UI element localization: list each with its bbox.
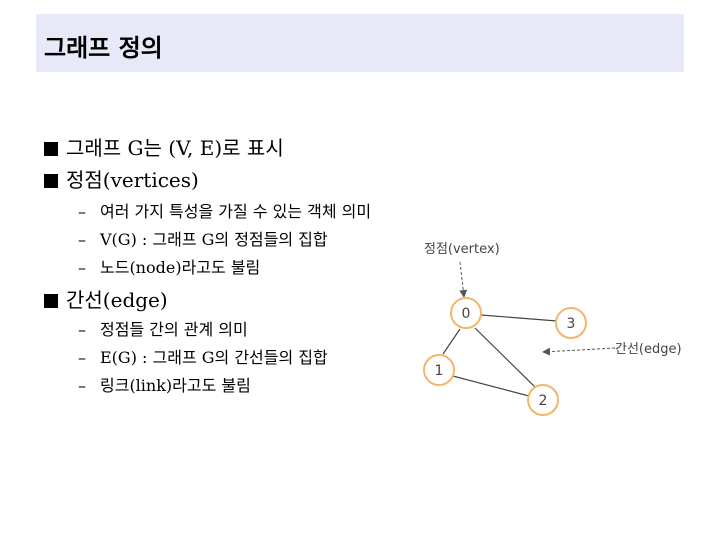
graph-diagram: 0 1 2 3 정점(vertex) 간선(edge) [423, 242, 682, 416]
dash-marker: – [78, 230, 86, 249]
node-label: 3 [567, 316, 576, 332]
sub-bullet-text: 정점들 간의 관계 의미 [100, 320, 248, 339]
bullet-text: 정점(vertices) [66, 168, 199, 192]
square-bullet-icon [44, 294, 58, 308]
sub-bullet-text: 노드(node)라고도 불림 [100, 258, 261, 277]
bullet-text: 간선(edge) [66, 288, 168, 312]
dash-marker: – [78, 376, 86, 395]
bullet-edge: 간선(edge) [44, 288, 168, 312]
title-bar [36, 14, 684, 72]
sub-bullet: –정점들 간의 관계 의미 [78, 320, 248, 340]
sub-bullet: –여러 가지 특성을 가질 수 있는 객체 의미 [78, 202, 371, 222]
bullet-text: 그래프 G는 (V, E)로 표시 [66, 136, 284, 160]
node-label: 0 [462, 306, 471, 322]
edge-arrow [542, 347, 616, 356]
graph-node-2: 2 [527, 384, 559, 416]
slide-title: 그래프 정의 [44, 34, 163, 62]
graph-node-1: 1 [423, 354, 455, 386]
graph-node-0: 0 [450, 297, 482, 329]
bullet-vertices: 정점(vertices) [44, 168, 199, 192]
node-label: 2 [539, 393, 548, 409]
vertex-arrow [459, 261, 468, 298]
bullet-graph-notation: 그래프 G는 (V, E)로 표시 [44, 136, 284, 160]
vertex-label: 정점(vertex) [424, 242, 500, 257]
sub-bullet: –E(G) : 그래프 G의 간선들의 집합 [78, 348, 328, 368]
square-bullet-icon [44, 142, 58, 156]
dash-marker: – [78, 320, 86, 339]
sub-bullet-text: E(G) : 그래프 G의 간선들의 집합 [100, 348, 328, 367]
edge-0-1 [442, 328, 461, 355]
sub-bullet: –노드(node)라고도 불림 [78, 258, 260, 278]
dash-marker: – [78, 202, 86, 221]
edge-0-3 [480, 314, 558, 322]
sub-bullet-text: 링크(link)라고도 불림 [100, 376, 251, 395]
sub-bullet-text: 여러 가지 특성을 가질 수 있는 객체 의미 [100, 202, 372, 221]
sub-bullet: –V(G) : 그래프 G의 정점들의 집합 [78, 230, 328, 250]
graph-node-3: 3 [555, 307, 587, 339]
edge-1-2 [448, 374, 530, 397]
graph-figure: 0 1 2 3 정점(vertex) 간선(edge) [415, 232, 705, 422]
edge-label: 간선(edge) [615, 342, 682, 357]
dash-marker: – [78, 258, 86, 277]
edge-0-2 [474, 327, 537, 389]
sub-bullet-text: V(G) : 그래프 G의 정점들의 집합 [100, 230, 328, 249]
node-label: 1 [435, 363, 444, 379]
dash-marker: – [78, 348, 86, 367]
square-bullet-icon [44, 174, 58, 188]
sub-bullet: –링크(link)라고도 불림 [78, 376, 251, 396]
